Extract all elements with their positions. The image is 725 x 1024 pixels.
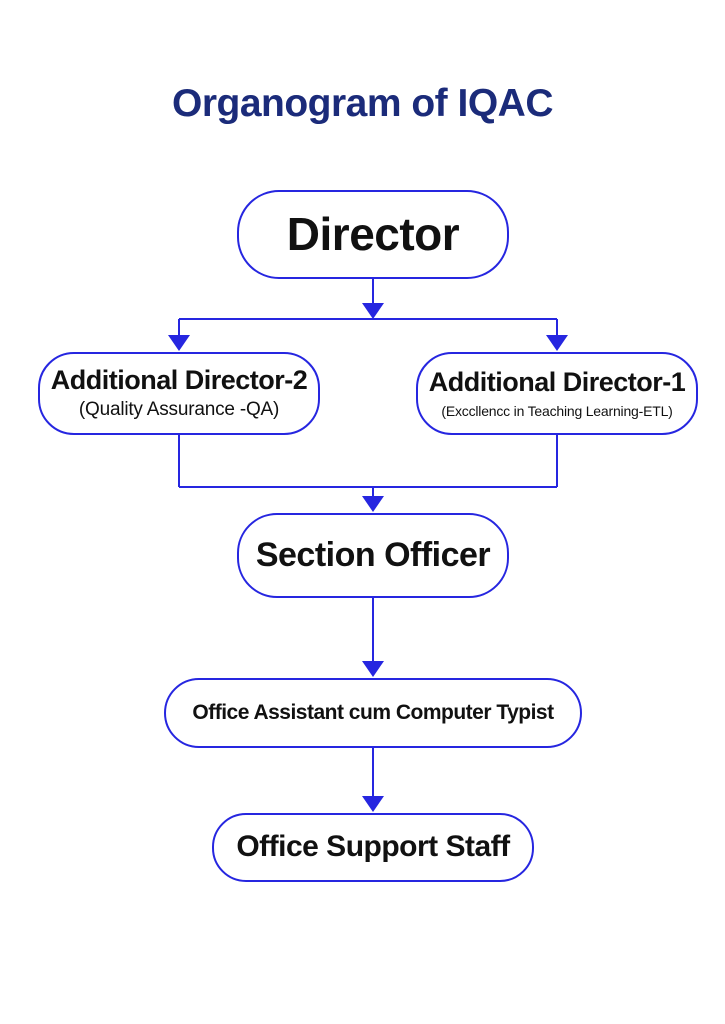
node-section-officer-label: Section Officer bbox=[255, 535, 491, 574]
node-office-support-staff: Office Support Staff bbox=[212, 813, 534, 882]
node-additional-director-1: Additional Director-1 (Exccllencc in Tea… bbox=[416, 352, 698, 435]
arrowhead-to-adddir2 bbox=[168, 335, 190, 351]
arrowhead-director-down bbox=[362, 303, 384, 319]
page-title: Organogram of IQAC bbox=[171, 82, 554, 125]
node-office-support-staff-label: Office Support Staff bbox=[236, 830, 510, 864]
node-director: Director bbox=[237, 190, 509, 279]
node-section-officer: Section Officer bbox=[237, 513, 509, 598]
node-additional-director-2-sublabel: (Quality Assurance -QA) bbox=[78, 399, 280, 421]
node-office-assistant-label: Office Assistant cum Computer Typist bbox=[192, 700, 554, 724]
node-director-label: Director bbox=[286, 208, 460, 261]
arrowhead-to-section-officer bbox=[362, 496, 384, 512]
node-additional-director-1-sublabel: (Exccllencc in Teaching Learning-ETL) bbox=[441, 403, 673, 420]
node-additional-director-2: Additional Director-2 (Quality Assurance… bbox=[38, 352, 320, 435]
arrowhead-to-office-assistant bbox=[362, 661, 384, 677]
node-office-assistant: Office Assistant cum Computer Typist bbox=[164, 678, 582, 748]
node-additional-director-1-label: Additional Director-1 bbox=[428, 367, 686, 398]
node-additional-director-2-label: Additional Director-2 bbox=[50, 365, 308, 396]
arrowhead-to-adddir1 bbox=[546, 335, 568, 351]
arrowhead-to-office-support bbox=[362, 796, 384, 812]
